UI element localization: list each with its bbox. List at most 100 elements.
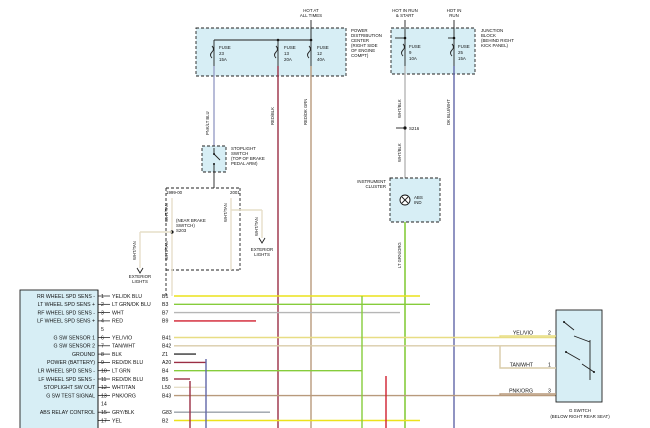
module-signal-3: RF WHEEL SPD SENS - — [38, 310, 96, 316]
module-pin-number: 9 — [101, 360, 104, 366]
gswitch-wire-line — [499, 393, 556, 396]
module-pin-wire: RED — [112, 319, 123, 325]
module-pin-cavity: B1 — [162, 294, 168, 300]
gswitch-wire-label: TAN/WHT — [510, 363, 534, 369]
jb-name-1: JUNCTION — [481, 28, 503, 33]
year-2001: 2001 — [230, 190, 240, 195]
label-red-blk: RED/BLK — [270, 107, 275, 125]
module-pin-number: 17 — [101, 418, 107, 424]
module-pin-wire: YEL/DK BLU — [112, 294, 142, 300]
module-pin-cavity: B5 — [162, 377, 168, 383]
module-signal-12: STOPLIGHT SW OUT — [44, 385, 96, 391]
module-signal-8: GROUND — [72, 352, 95, 358]
module-pin-wire: TAN/WHT — [112, 344, 136, 350]
gswitch-name-2: (BELOW RIGHT REAR SEAT) — [550, 414, 610, 419]
module-pin-cavity: B4 — [162, 369, 168, 375]
abs-ind-1: ABS — [414, 195, 423, 200]
module-pin-wire: PNK/ORG — [112, 393, 136, 399]
gswitch-wire-label: PNK/ORG — [509, 389, 533, 395]
ext-lights-right-2: LIGHTS — [254, 252, 270, 257]
jb-fuse-9-number: 9 — [409, 50, 412, 55]
module-pin-wire: LT GRN — [112, 369, 131, 375]
pdc-name-1: POWER — [351, 28, 368, 33]
pdc-hot-label-2: ALL TIMES — [300, 13, 322, 18]
module-signal-7: G SW SENSOR 2 — [53, 344, 95, 350]
module-pin-number: 3 — [101, 310, 104, 316]
label-wht-blk-2: WHT/BLK — [397, 143, 402, 162]
pdc-fuse-13-number: 13 — [284, 51, 289, 56]
stoplight-name-2: SWITCH — [231, 151, 248, 156]
instrument-cluster: INSTRUMENT CLUSTER ABS IND — [357, 177, 441, 223]
module-pin-wire: BLK — [112, 352, 122, 358]
jb-fuse-25-label: FUSE — [458, 44, 470, 49]
module-pin-number: 1 — [101, 294, 104, 300]
ext-lights-left-1: EXTERIOR — [129, 274, 151, 279]
module-pin-cavity: B3 — [162, 302, 168, 308]
module-pin-cavity: B42 — [162, 344, 171, 350]
jb-fuse-9-amps: 10A — [409, 56, 417, 61]
module-pin-cavity: B41 — [162, 335, 171, 341]
pdc-name-2: DISTRIBUTION — [351, 33, 382, 38]
module-pin-number: 5 — [101, 327, 104, 333]
abs-module — [19, 289, 99, 428]
pdc-name-3: CENTER — [351, 38, 369, 43]
s203-line-1: (NEAR BRAKE — [176, 218, 206, 223]
label-s216: S216 — [409, 126, 420, 131]
stoplight-name-1: STOPLIGHT — [231, 146, 256, 151]
jb-hot-run-start-2: & START — [396, 13, 414, 18]
module-pin-wire: WHT — [112, 310, 125, 316]
module-pin-cavity: B2 — [162, 418, 168, 424]
pdc-fuse-23-number: 23 — [219, 51, 224, 56]
pdc-fuse-12-amps: 40A — [317, 57, 325, 62]
cluster-name-1: INSTRUMENT — [357, 179, 386, 184]
pdc-fuse-23-label: FUSE — [219, 45, 231, 50]
label-wht-tan-d: WHT/TAN — [132, 241, 137, 260]
pdc-fuse-23-amps: 15A — [219, 57, 227, 62]
module-pin-number: 6 — [101, 335, 104, 341]
ext-lights-left-2: LIGHTS — [132, 279, 148, 284]
module-signal-6: G SW SENSOR 1 — [53, 335, 95, 341]
year-1999-00: 1999-00 — [166, 190, 183, 195]
pdc-name-4: (RIGHT SIDE — [351, 43, 378, 48]
stoplight-switch: STOPLIGHT SWITCH (TOP OF BRAKE PEDAL ARM… — [201, 145, 265, 173]
stoplight-name-3: (TOP OF BRAKE — [231, 156, 265, 161]
module-pin-number: 10 — [101, 369, 107, 375]
module-signal-15: ABS RELAY CONTROL — [40, 410, 95, 416]
ext-lights-right-1: EXTERIOR — [251, 247, 273, 252]
module-pin-number: 2 — [101, 302, 104, 308]
label-wht-tan-a: WHT/TAN — [164, 203, 169, 222]
wire-lt-grn-org: LT GRN/ORG — [397, 222, 406, 428]
label-wht-tan-b: WHT/TAN — [223, 203, 228, 222]
module-pin-number: 14 — [101, 402, 107, 408]
module-pin-wire: GRY/BLK — [112, 410, 135, 416]
wire-red-blk: RED/BLK — [270, 66, 279, 428]
jb-fuse-25-number: 25 — [458, 50, 463, 55]
wire-dk-blu-wht: DK BLU/WHT — [446, 66, 455, 428]
jb-fuse-25-amps: 15A — [458, 56, 466, 61]
module-pin-number: 15 — [101, 410, 107, 416]
module-pin-wire: RED/DK BLU — [112, 377, 143, 383]
module-pin-number: 4 — [101, 319, 104, 325]
jb-fuse-9-label: FUSE — [409, 44, 421, 49]
gswitch-pin-number: 3 — [548, 389, 551, 395]
wire-wht-blk: WHT/BLK S216 WHT/BLK — [396, 66, 420, 178]
module-pin-cavity: B9 — [162, 319, 168, 325]
stoplight-name-4: PEDAL ARM) — [231, 161, 258, 166]
power-distribution-center: HOT AT ALL TIMES POWER DISTRIBUTION CENT… — [195, 8, 382, 77]
module-pin-wire: RED/DK BLU — [112, 360, 143, 366]
module-pin-number: 7 — [101, 344, 104, 350]
module-signal-11: LF WHEEL SPD SENS - — [38, 377, 95, 383]
module-signal-2: LT WHEEL SPD SENS + — [38, 302, 95, 308]
gswitch-pin-number: 2 — [548, 331, 551, 337]
pdc-fuse-12-label: FUSE — [317, 45, 329, 50]
wire-red-dk-grn: RED/DK GRN — [303, 66, 312, 428]
module-pin-number: 12 — [101, 385, 107, 391]
gswitch-name-1: G SWITCH — [569, 408, 591, 413]
pdc-fuse-12-number: 12 — [317, 51, 322, 56]
jb-name-3: (BEHIND RIGHT — [481, 38, 514, 43]
module-pin-cavity: A20 — [162, 360, 171, 366]
label-red-dk-grn: RED/DK GRN — [303, 99, 308, 125]
cluster-name-2: CLUSTER — [366, 184, 387, 189]
